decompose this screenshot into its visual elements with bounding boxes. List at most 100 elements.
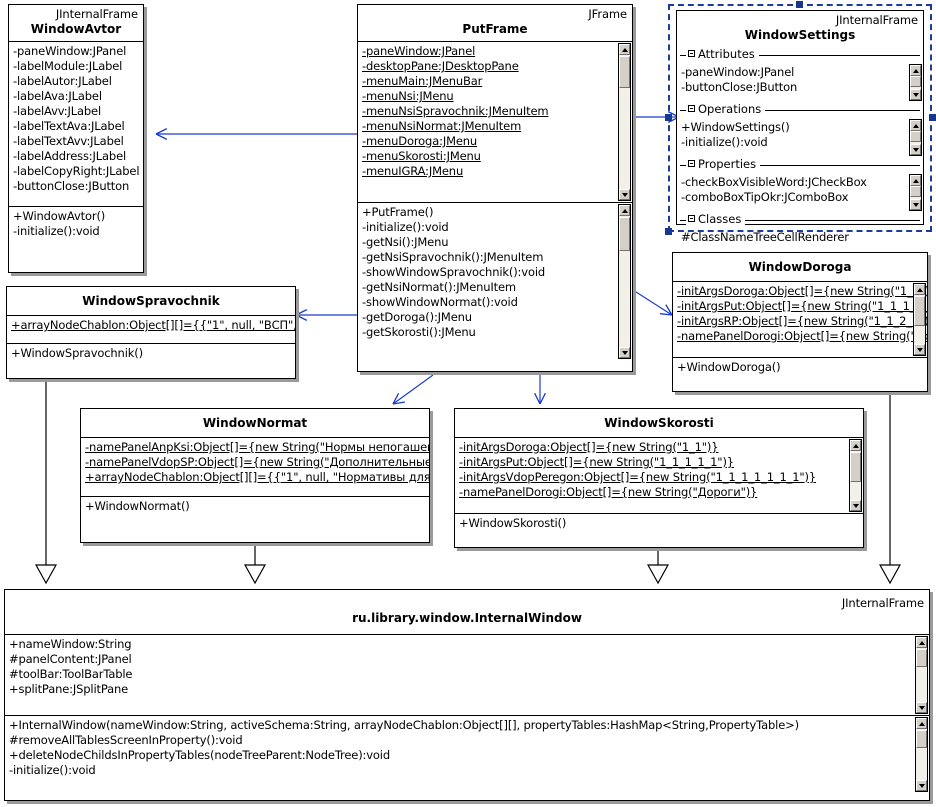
operation-row: -getSkorosti():JMenu <box>362 325 476 339</box>
attribute-row: -buttonClose:JButton <box>13 179 130 193</box>
class-put-frame[interactable]: JFrame PutFrame -paneWindow:JPanel -desk… <box>357 4 633 372</box>
attributes-scrollbar[interactable] <box>618 43 631 201</box>
operations-compartment: +WindowNormat() <box>81 497 429 517</box>
resize-handle-right[interactable] <box>929 114 936 121</box>
scrollbar-thumb[interactable] <box>916 649 927 667</box>
scroll-up-arrow-icon[interactable] <box>619 44 630 55</box>
attributes-compartment: +arrayNodeChablon:Object[][]={{"1", null… <box>7 316 295 344</box>
scrollbar-thumb[interactable] <box>914 296 925 326</box>
class-window-spravochnik[interactable]: WindowSpravochnik +arrayNodeChablon:Obje… <box>6 286 296 379</box>
attribute-row: -initArgsRP:Object[]={new String("1_1_2_… <box>677 314 927 328</box>
generalization-windowskorosti <box>646 549 670 585</box>
attribute-row: -namePanelDorogi:Object[]={new String("Д… <box>459 485 758 499</box>
operation-row: -getDoroga():JMenu <box>362 310 472 324</box>
generalization-windowspravochnik <box>34 381 58 585</box>
operations-compartment: +WindowSettings() -initialize():void <box>677 118 923 157</box>
collapse-box-icon[interactable] <box>688 105 695 112</box>
attribute-row: -namePanelVdopSP:Object[]={new String("Д… <box>85 455 429 469</box>
attributes-scrollbar[interactable] <box>913 283 926 356</box>
scroll-down-arrow-icon[interactable] <box>910 144 921 155</box>
scroll-down-arrow-icon[interactable] <box>619 189 630 200</box>
class-header: WindowSpravochnik <box>7 287 295 316</box>
scroll-down-arrow-icon[interactable] <box>619 347 630 358</box>
scroll-up-arrow-icon[interactable] <box>850 440 861 451</box>
operation-row: -showWindowSpravochnik():void <box>362 265 546 279</box>
class-name: PutFrame <box>462 22 528 36</box>
resize-handle-top[interactable] <box>796 1 803 8</box>
scrollbar-thumb[interactable] <box>916 730 927 748</box>
group-separator-operations[interactable]: Operations <box>677 102 923 118</box>
operation-row: +WindowAvtor() <box>13 209 106 223</box>
class-header: WindowSkorosti <box>455 409 863 438</box>
class-window-doroga[interactable]: WindowDoroga -initArgsDoroga:Object[]={n… <box>672 252 928 392</box>
properties-scrollbar[interactable] <box>909 174 922 211</box>
scroll-up-arrow-icon[interactable] <box>910 65 921 76</box>
class-header: WindowNormat <box>81 409 429 438</box>
operation-row: +WindowSpravochnik() <box>11 346 143 360</box>
attribute-row: -menuNsi:JMenu <box>362 89 454 103</box>
stereotype-label: JInternalFrame <box>55 7 138 21</box>
group-label: Attributes <box>698 47 755 61</box>
group-separator-attributes[interactable]: Attributes <box>677 47 923 63</box>
collapse-box-icon[interactable] <box>688 215 695 222</box>
attributes-scrollbar[interactable] <box>849 439 862 512</box>
operations-compartment: +WindowDoroga() <box>673 358 927 378</box>
class-window-normat[interactable]: WindowNormat -namePanelAnpKsi:Object[]={… <box>80 408 430 543</box>
class-header: JInternalFrame WindowSettings <box>677 11 923 47</box>
attribute-row: -namePanelAnpKsi:Object[]={new String("Н… <box>85 440 429 454</box>
resize-handle-bottom-left[interactable] <box>665 228 672 235</box>
generalization-windownormat <box>243 543 267 585</box>
operations-compartment: +InternalWindow(nameWindow:String, activ… <box>5 716 929 793</box>
attribute-row: #panelContent:JPanel <box>9 652 132 666</box>
scrollbar-thumb[interactable] <box>910 131 921 142</box>
resize-handle-left[interactable] <box>665 114 672 121</box>
scroll-down-arrow-icon[interactable] <box>916 780 927 791</box>
group-separator-properties[interactable]: Properties <box>677 157 923 173</box>
scroll-down-arrow-icon[interactable] <box>910 89 921 100</box>
scroll-up-arrow-icon[interactable] <box>910 120 921 131</box>
operation-row: #removeAllTablesScreenInProperty():void <box>9 733 243 747</box>
attribute-row: +arrayNodeChablon:Object[][]={{"1", null… <box>85 470 429 484</box>
scrollbar-thumb[interactable] <box>910 76 921 87</box>
attributes-compartment: -initArgsDoroga:Object[]={new String("1_… <box>673 282 927 358</box>
attribute-row: +nameWindow:String <box>9 637 132 651</box>
attributes-scrollbar[interactable] <box>915 636 928 714</box>
class-window-settings[interactable]: JInternalFrame WindowSettings Attributes… <box>676 10 924 244</box>
attribute-row: -initArgsPut:Object[]={new String("1_1_1… <box>459 455 734 469</box>
operations-scrollbar[interactable] <box>915 717 928 792</box>
scroll-down-arrow-icon[interactable] <box>916 702 927 713</box>
scrollbar-thumb[interactable] <box>619 217 630 251</box>
scrollbar-thumb[interactable] <box>619 56 630 88</box>
scroll-up-arrow-icon[interactable] <box>916 637 927 648</box>
class-header: JFrame PutFrame <box>358 5 632 42</box>
generalization-windowdoroga <box>878 392 902 585</box>
class-window-avtor[interactable]: JInternalFrame WindowAvtor -paneWindow:J… <box>8 4 144 273</box>
scroll-up-arrow-icon[interactable] <box>910 175 921 186</box>
operation-row: -getNsiNormat():JMenuItem <box>362 280 516 294</box>
scroll-up-arrow-icon[interactable] <box>916 718 927 729</box>
scrollbar-thumb[interactable] <box>910 186 921 197</box>
class-internal-window[interactable]: JInternalFrame ru.library.window.Interna… <box>4 589 930 801</box>
operations-scrollbar[interactable] <box>618 204 631 359</box>
scroll-down-arrow-icon[interactable] <box>914 344 925 355</box>
class-header: JInternalFrame WindowAvtor <box>9 5 143 42</box>
scrollbar-thumb[interactable] <box>850 452 861 482</box>
attribute-row: -initArgsDoroga:Object[]={new String("1_… <box>459 440 719 454</box>
attribute-row: -labelTextAvv:JLabel <box>13 134 124 148</box>
operations-scrollbar[interactable] <box>909 119 922 156</box>
attributes-scrollbar[interactable] <box>909 64 922 101</box>
scroll-down-arrow-icon[interactable] <box>850 500 861 511</box>
collapse-box-icon[interactable] <box>688 50 695 57</box>
class-window-skorosti[interactable]: WindowSkorosti -initArgsDoroga:Object[]=… <box>454 408 864 548</box>
scroll-down-arrow-icon[interactable] <box>910 199 921 210</box>
class-name: WindowDoroga <box>748 260 852 274</box>
nested-class-row: #ClassNameTreeCellRenderer <box>681 230 849 244</box>
scroll-up-arrow-icon[interactable] <box>914 284 925 295</box>
group-separator-classes[interactable]: Classes <box>677 212 923 228</box>
operations-compartment: +WindowAvtor() -initialize():void <box>9 207 143 242</box>
collapse-box-icon[interactable] <box>688 160 695 167</box>
attributes-compartment: -paneWindow:JPanel -desktopPane:JDesktop… <box>358 42 632 203</box>
scroll-up-arrow-icon[interactable] <box>619 205 630 216</box>
